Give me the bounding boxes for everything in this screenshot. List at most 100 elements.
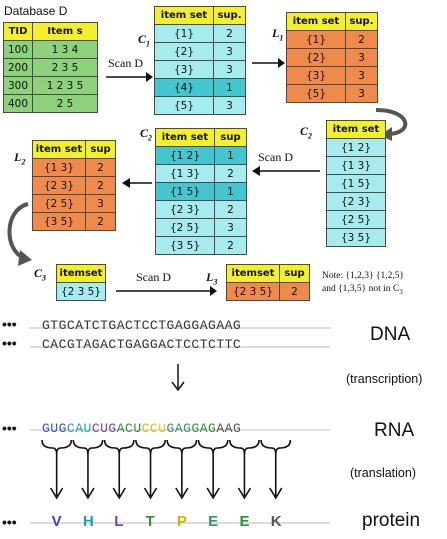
c2-mid-cell: {1 3}: [155, 164, 215, 183]
c2-mid-row: {3 5}2: [155, 236, 247, 255]
l1-cell: {2}: [286, 48, 346, 67]
arrow-c1-to-l1: [252, 58, 285, 68]
amino-acid: L: [114, 513, 124, 530]
c2-mid-cell: 3: [214, 218, 247, 237]
db-cell: 400: [3, 94, 33, 113]
l1-table: item set sup. {1}2{2}3{3}3{5}3: [286, 12, 378, 103]
l2-cell: {2 5}: [32, 194, 86, 213]
rna-strand: GUGCAUCUGACUCCUGAGGAGAAG: [42, 421, 241, 436]
c2-right-cell: {2 5}: [326, 210, 386, 229]
l1-cell: 2: [345, 30, 378, 49]
c1-cell: {2}: [154, 42, 214, 61]
c2-right-row: {1 5}: [326, 174, 386, 193]
c2-right-table: item set {1 2}{1 3}{1 5}{2 3}{2 5}{3 5}: [326, 120, 386, 247]
c2-right-header-itemset: item set: [326, 120, 386, 139]
amino-acid: P: [176, 513, 187, 530]
c2-right-cell: {3 5}: [326, 228, 386, 247]
c2-mid-cell: 2: [214, 164, 247, 183]
codon-brace: [166, 439, 198, 455]
c3-table: itemset {2 3 5}: [56, 264, 106, 301]
l1-row: {2}3: [286, 48, 378, 67]
scan-label-3: Scan D: [136, 270, 171, 284]
rna-codon: ACU: [116, 421, 142, 436]
c1-cell: 3: [213, 96, 246, 115]
c1-cell: 1: [213, 78, 246, 97]
c2-mid-cell: {1 5}: [155, 182, 215, 201]
l2-row: {2 3}2: [32, 176, 116, 195]
l3-table: itemset sup {2 3 5}2: [226, 264, 310, 301]
c1-cell: 2: [213, 24, 246, 43]
l1-header-itemset: item set: [286, 12, 346, 31]
l1-cell: {3}: [286, 66, 346, 85]
c2-right-cell: {1 3}: [326, 156, 386, 175]
c2-mid-header-itemset: item set: [155, 128, 215, 147]
c1-cell: {4}: [154, 78, 214, 97]
c2-mid-cell: {1 2}: [155, 146, 215, 165]
c2-mid-cell: 2: [214, 200, 247, 219]
dna-label: DNA: [370, 324, 411, 345]
transcription-label: (transcription): [346, 372, 423, 386]
codon-brace: [135, 439, 166, 455]
l1-header-sup: sup.: [345, 12, 378, 31]
l1-row: {5}3: [286, 84, 378, 103]
translation-arrowhead: [143, 487, 158, 500]
l1-cell: 3: [345, 84, 378, 103]
db-header-tid: TID: [3, 22, 33, 41]
c2-mid-cell: {2 3}: [155, 200, 215, 219]
l3-row: {2 3 5}2: [226, 282, 310, 301]
l2-table: item set sup {1 3}2{2 3}2{2 5}3{3 5}2: [32, 140, 116, 231]
c2-right-cell: {1 5}: [326, 174, 386, 193]
rna-codon: GUG: [42, 421, 67, 436]
amino-acid: V: [51, 513, 62, 530]
c2-mid-row: {1 3}2: [155, 164, 247, 183]
c2-mid-label: C2: [140, 126, 153, 143]
db-cell: 1 3 4: [32, 40, 98, 59]
c1-cell: {3}: [154, 60, 214, 79]
rna-label: RNA: [374, 420, 415, 441]
l1-cell: 3: [345, 66, 378, 85]
c1-header-sup: sup.: [213, 6, 246, 25]
l1-row: {1}2: [286, 30, 378, 49]
c3-header-itemset: itemset: [56, 264, 106, 283]
c2-mid-row: {1 2}1: [155, 146, 247, 165]
c1-cell: {1}: [154, 24, 214, 43]
c2-mid-row: {1 5}1: [155, 182, 247, 201]
l2-cell: 2: [85, 212, 116, 231]
c1-row: {5}3: [154, 96, 246, 115]
c1-row: {2}3: [154, 42, 246, 61]
c2-mid-cell: 2: [214, 236, 247, 255]
amino-acid: E: [208, 513, 219, 530]
c2-right-row: {2 5}: [326, 210, 386, 229]
note-line-1: Note: {1,2,3} {1,2,5}: [322, 271, 405, 281]
l2-cell: {1 3}: [32, 158, 86, 177]
c1-label: C1: [138, 32, 151, 49]
database-title: Database D: [4, 4, 68, 18]
l1-label: L1: [272, 26, 284, 43]
curved-arrow-l1-to-c2: [375, 108, 408, 141]
c1-cell: {5}: [154, 96, 214, 115]
c2-mid-row: {2 3}2: [155, 200, 247, 219]
codon-brace: [72, 439, 104, 455]
db-cell: 1 2 3 5: [32, 76, 98, 95]
c1-row: {4}1: [154, 78, 246, 97]
scan-label-2: Scan D: [258, 150, 293, 164]
translation-arrows: [41, 439, 292, 500]
c2-right-row: {2 3}: [326, 192, 386, 211]
arrow-c3-to-l3: [116, 286, 217, 296]
l3-header-sup: sup: [279, 264, 310, 283]
amino-acid: K: [270, 513, 282, 530]
l1-cell: 3: [345, 48, 378, 67]
db-cell: 100: [3, 40, 33, 59]
c3-cell: {2 3 5}: [56, 282, 106, 301]
c2-right-row: {3 5}: [326, 228, 386, 247]
c2-mid-table: item set sup {1 2}1{1 3}2{1 5}1{2 3}2{2 …: [155, 128, 247, 255]
arrow-db-to-c1: [106, 72, 153, 82]
codon-brace: [229, 439, 260, 455]
l2-cell: 2: [85, 158, 116, 177]
c2-right-cell: {1 2}: [326, 138, 386, 157]
translation-arrowhead: [206, 487, 220, 500]
